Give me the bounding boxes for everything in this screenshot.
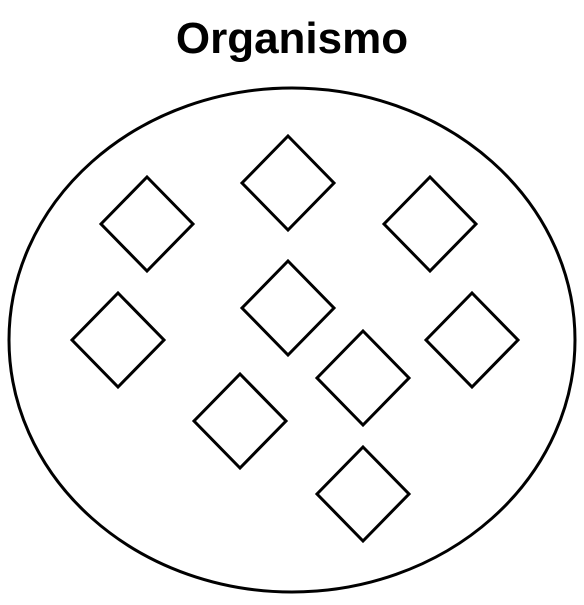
cell-diamond [239, 258, 337, 358]
cell-diamond [239, 133, 337, 233]
cell-diamond [191, 371, 289, 471]
diagram-title: Organismo [175, 14, 409, 63]
cell-diamond [314, 444, 412, 544]
organism-outline [7, 86, 577, 594]
cell-diamond [314, 328, 412, 428]
cells-group [69, 133, 521, 544]
cell-diamond [423, 290, 521, 390]
cell-diamond [69, 290, 167, 390]
cell-diamond [98, 174, 196, 274]
cell-diamond [381, 174, 479, 274]
